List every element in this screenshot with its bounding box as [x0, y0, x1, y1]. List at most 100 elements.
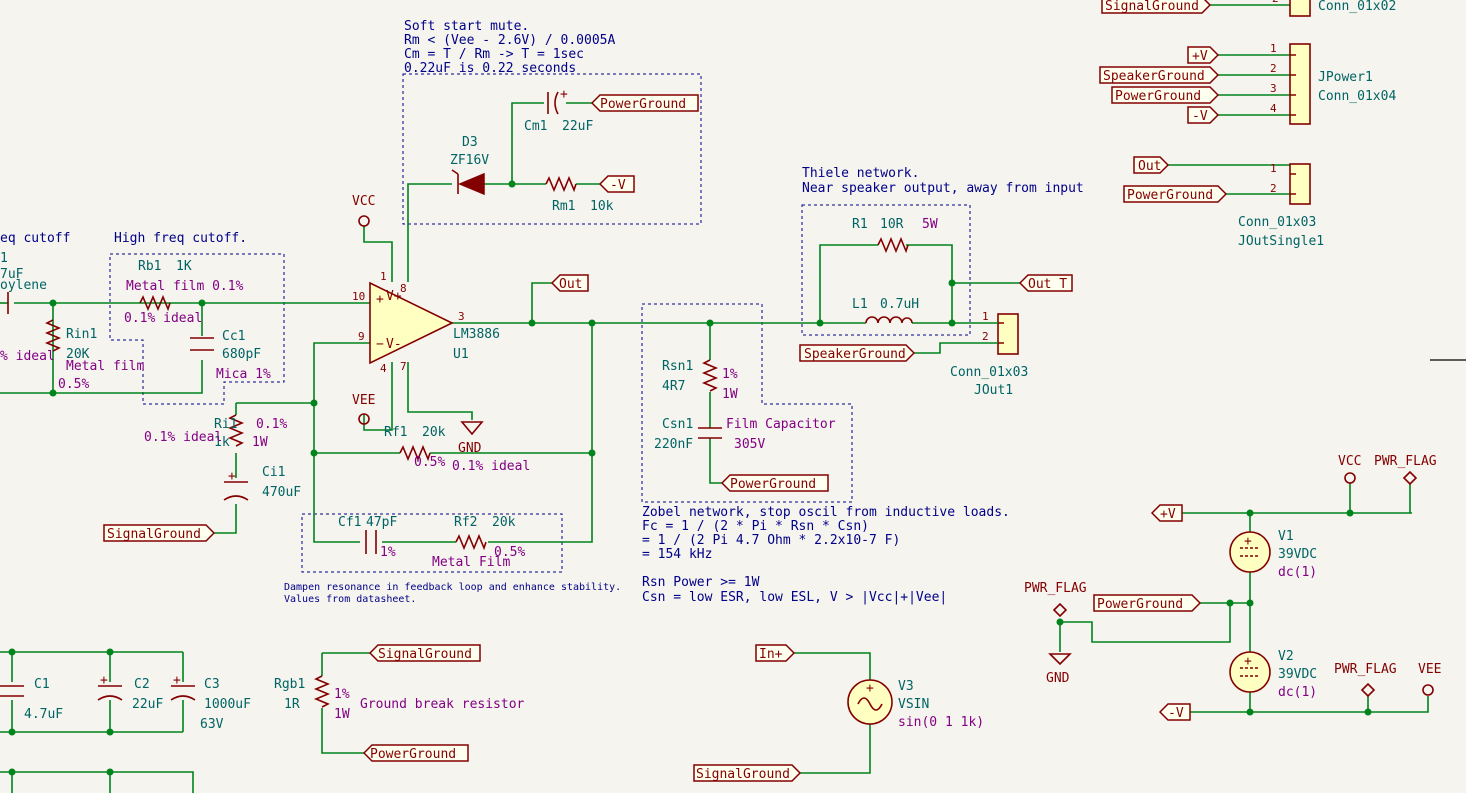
- capacitor-c2[interactable]: + C2 22uF: [97, 673, 163, 712]
- svg-text:= 154 kHz: = 154 kHz: [642, 547, 712, 562]
- net-label-minus-v-psu[interactable]: -V: [1158, 703, 1191, 721]
- junctions: [8, 180, 1372, 776]
- svg-text:-V: -V: [1168, 706, 1184, 721]
- net-label-minus-v-jpower[interactable]: -V: [1187, 106, 1220, 124]
- capacitor-c1[interactable]: C1 4.7uF: [0, 677, 63, 722]
- net-label-plus-v-jpower[interactable]: +V: [1187, 46, 1220, 64]
- svg-text:3: 3: [458, 310, 465, 323]
- svg-text:1R: 1R: [284, 697, 300, 712]
- connector-jpower1[interactable]: 1 2 3 4 JPower1 Conn_01x04: [1270, 42, 1396, 125]
- svg-text:+: +: [376, 292, 384, 307]
- svg-text:1: 1: [0, 251, 8, 266]
- svg-text:% ideal: % ideal: [0, 349, 55, 364]
- net-label-powerground-jpower[interactable]: PowerGround: [1111, 86, 1220, 104]
- diode-d3[interactable]: D3 ZF16V: [450, 135, 489, 196]
- net-label-powerground-zobel[interactable]: PowerGround: [720, 474, 829, 492]
- svg-text:Conn_01x02: Conn_01x02: [1318, 0, 1396, 14]
- svg-text:ZF16V: ZF16V: [450, 153, 489, 168]
- svg-text:4R7: 4R7: [662, 379, 685, 394]
- net-label-powerground-psu[interactable]: PowerGround: [1093, 594, 1202, 612]
- svg-text:0.5%: 0.5%: [414, 455, 445, 470]
- svg-text:= 1 / (2 Pi 4.7 Ohm * 2.2x10-7: = 1 / (2 Pi 4.7 Ohm * 2.2x10-7 F): [642, 533, 900, 548]
- resistor-rf1[interactable]: Rf1 20k 0.5% 0.1% ideal: [384, 425, 530, 474]
- capacitor-c3[interactable]: + C3 1000uF 63V: [170, 673, 251, 732]
- net-label-powerground-cm1[interactable]: PowerGround: [590, 94, 699, 112]
- connector-jtop[interactable]: 2 Conn_01x02: [1272, 0, 1396, 17]
- svg-text:20K: 20K: [66, 347, 90, 362]
- svg-text:9: 9: [358, 330, 365, 343]
- net-label-signalground-rgb[interactable]: SignalGround: [368, 644, 481, 662]
- svg-text:+: +: [560, 87, 568, 102]
- svg-text:Near speaker output, away from: Near speaker output, away from input: [802, 181, 1084, 196]
- svg-text:Metal Film: Metal Film: [432, 555, 510, 570]
- dampen-box: [301, 513, 563, 573]
- svg-text:SignalGround: SignalGround: [107, 527, 201, 542]
- source-v2[interactable]: + V2 39VDC dc(1): [1229, 649, 1317, 700]
- svg-text:1: 1: [1270, 162, 1277, 175]
- svg-text:Ci1: Ci1: [262, 465, 285, 480]
- vcc-symbol: VCC: [352, 194, 375, 227]
- svg-text:1: 1: [1270, 42, 1277, 55]
- capacitor-cc1[interactable]: Cc1 680pF Mica 1%: [190, 329, 271, 382]
- resistor-r1[interactable]: R1 10R 5W: [852, 217, 938, 254]
- net-label-powerground-rgb[interactable]: PowerGround: [362, 744, 469, 762]
- net-label-plus-v-psu[interactable]: +V: [1150, 504, 1183, 522]
- svg-text:VSIN: VSIN: [898, 697, 929, 712]
- net-label-minus-v-rm1[interactable]: -V: [598, 175, 635, 193]
- capacitor-cf1[interactable]: Cf1 47pF 1%: [338, 515, 397, 560]
- resistor-rsn1[interactable]: Rsn1 4R7 1% 1W: [662, 359, 738, 402]
- svg-text:1: 1: [982, 310, 989, 323]
- net-label-speakerground-jpower[interactable]: SpeakerGround: [1099, 66, 1220, 84]
- resistor-rgb1[interactable]: Rgb1 1R 1% 1W Ground break resistor: [274, 675, 525, 722]
- net-label-signalground-ci1[interactable]: SignalGround: [103, 524, 216, 542]
- zobel-note: Zobel network, stop oscil from inductive…: [642, 505, 1010, 605]
- net-label-signalground-top[interactable]: SignalGround: [1101, 0, 1212, 14]
- u1-ref: U1: [453, 347, 469, 362]
- resistor-rin1[interactable]: Rin1 20K Metal film 0.5% % ideal: [0, 319, 144, 392]
- resistor-rb1[interactable]: Rb1 1K Metal film 0.1% 0.1% ideal: [124, 259, 244, 326]
- highfreq-note: High freq cutoff.: [114, 231, 247, 246]
- svg-text:+: +: [173, 673, 181, 688]
- svg-text:C1: C1: [34, 677, 50, 692]
- net-label-speakerground-jout[interactable]: SpeakerGround: [799, 344, 916, 362]
- svg-text:PowerGround: PowerGround: [370, 747, 456, 762]
- net-label-out-t[interactable]: Out_T: [1018, 274, 1073, 292]
- net-label-out[interactable]: Out: [550, 274, 589, 292]
- resistor-rf2[interactable]: Rf2 20k 0.5% Metal Film: [432, 515, 525, 570]
- source-v3[interactable]: + V3 VSIN sin(0 1 1k): [847, 679, 984, 730]
- svg-text:Csn1: Csn1: [662, 417, 693, 432]
- svg-text:0.1%: 0.1%: [256, 417, 287, 432]
- capacitor-cm1[interactable]: + Cm1 22uF: [524, 87, 593, 134]
- svg-text:4: 4: [1270, 102, 1277, 115]
- svg-text:22uF: 22uF: [562, 119, 593, 134]
- resistor-rm1[interactable]: Rm1 10k: [545, 175, 614, 214]
- net-label-out-joutsingle[interactable]: Out: [1133, 156, 1170, 174]
- lowfreq-note: eq cutoff: [0, 231, 70, 246]
- opamp-u1[interactable]: + − V+ V- 1 8 10 3 9 4 7 LM3886 U1: [352, 270, 500, 375]
- svg-text:Conn_01x03: Conn_01x03: [1238, 215, 1316, 230]
- svg-text:Cm = T / Rm -> T = 1sec: Cm = T / Rm -> T = 1sec: [404, 47, 584, 62]
- inductor-l1[interactable]: L1 0.7uH: [852, 297, 919, 324]
- svg-text:0.7uH: 0.7uH: [880, 297, 919, 312]
- net-label-powerground-joutsingle[interactable]: PowerGround: [1123, 185, 1228, 203]
- capacitor-ci1[interactable]: + Ci1 470uF: [223, 465, 301, 501]
- capacitor-csn1[interactable]: Csn1 220nF Film Capacitor 305V: [654, 417, 836, 452]
- source-v1[interactable]: + V1 39VDC dc(1): [1229, 529, 1317, 580]
- svg-text:Conn_01x03: Conn_01x03: [950, 365, 1028, 380]
- connector-joutsingle1[interactable]: 1 2 Conn_01x03 JOutSingle1: [1238, 162, 1324, 249]
- net-label-in-plus[interactable]: In+: [755, 644, 796, 662]
- svg-text:In+: In+: [759, 647, 783, 662]
- svg-text:+: +: [1244, 534, 1252, 549]
- svg-text:PWR_FLAG: PWR_FLAG: [1024, 581, 1087, 596]
- svg-text:Soft start mute.: Soft start mute.: [404, 19, 529, 34]
- net-label-signalground-v3[interactable]: SignalGround: [693, 764, 802, 782]
- svg-text:C2: C2: [134, 677, 150, 692]
- svg-text:Csn = low ESR, low ESL, V > |V: Csn = low ESR, low ESL, V > |Vcc|+|Vee|: [642, 590, 947, 605]
- svg-text:2: 2: [1270, 182, 1277, 195]
- svg-text:Cc1: Cc1: [222, 329, 245, 344]
- resistor-ri1[interactable]: Ri1 1k 0.1% 1W 0.1% ideal: [144, 414, 287, 450]
- svg-text:0.1% ideal: 0.1% ideal: [124, 311, 202, 326]
- capacitor-cin-partial[interactable]: 1 7uF oylene: [0, 251, 47, 314]
- svg-text:+: +: [228, 469, 236, 484]
- connector-jout1[interactable]: 1 2 Conn_01x03 JOut1: [950, 310, 1028, 398]
